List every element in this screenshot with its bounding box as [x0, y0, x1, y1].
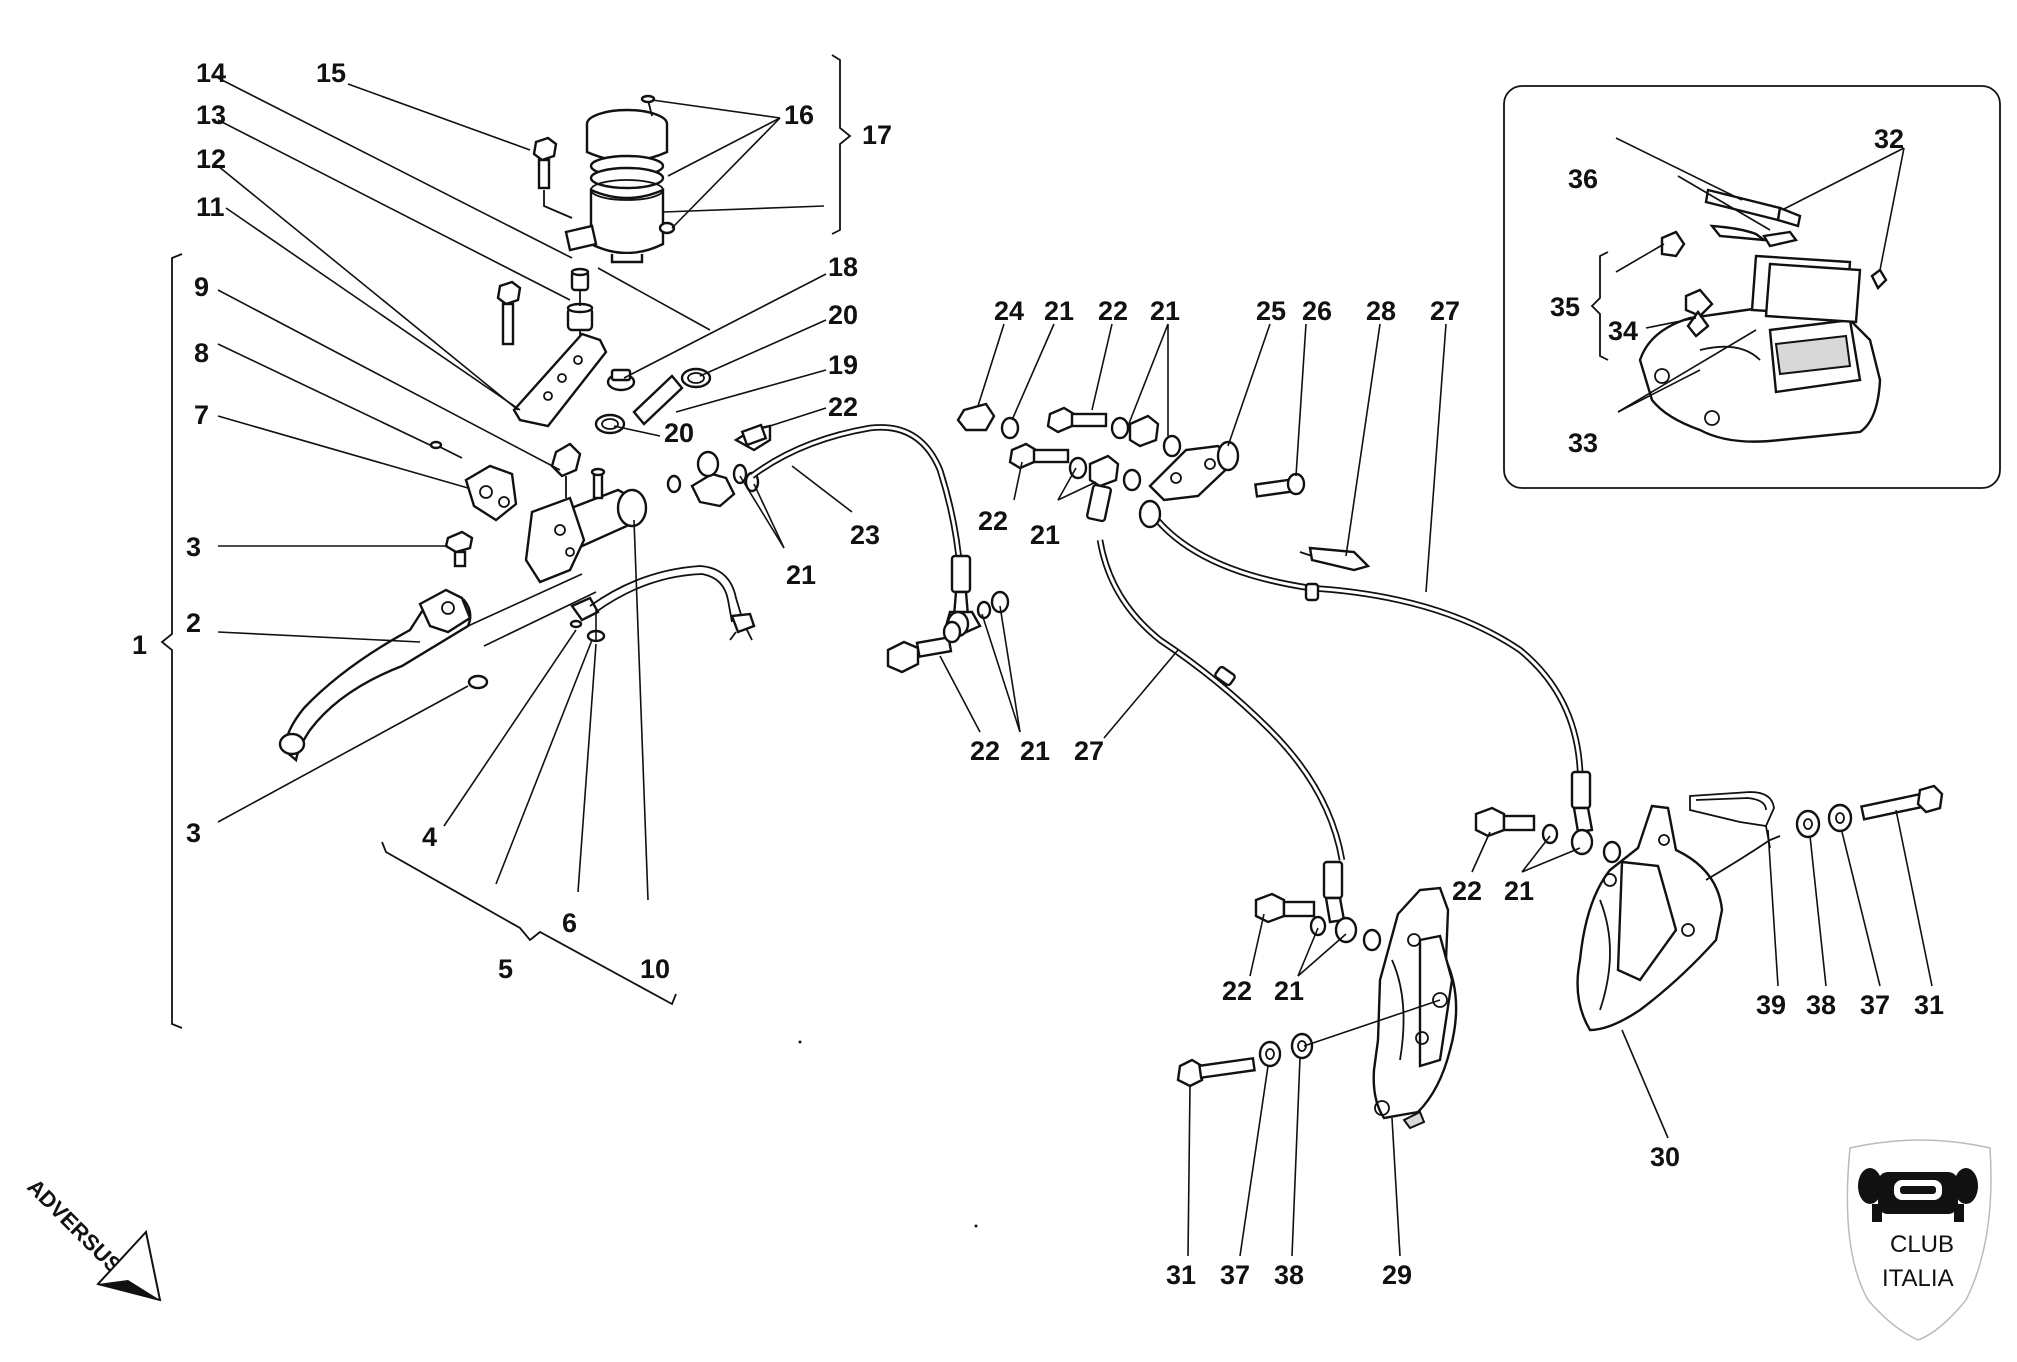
assembly-brackets — [160, 54, 1609, 1029]
leader-lines — [217, 77, 1933, 1257]
callout-9: 9 — [194, 272, 209, 302]
callout-33: 33 — [1568, 428, 1598, 458]
logo-italia-text: ITALIA — [1882, 1265, 1954, 1292]
callout-31: 31 — [1166, 1260, 1196, 1290]
car-icon — [1858, 1168, 1978, 1222]
brake-fluid-reservoir — [564, 94, 676, 264]
callout-4: 4 — [422, 822, 437, 852]
retaining-pin-39 — [1689, 791, 1775, 849]
callout-18: 18 — [828, 252, 858, 282]
screw-12 — [496, 280, 522, 346]
callout-12: 12 — [196, 144, 226, 174]
hose-19-clamps — [594, 367, 712, 435]
callout-16: 16 — [784, 100, 814, 130]
callout-35: 35 — [1550, 292, 1580, 322]
bolt-stack-lower-left — [886, 620, 962, 674]
adversus-text: ADVERSUS — [22, 1174, 126, 1278]
callout-28: 28 — [1366, 296, 1396, 326]
callout-31: 31 — [1914, 990, 1944, 1020]
club-italia-logo: CLUB ITALIA — [1846, 1139, 1992, 1341]
inset-caliper-33 — [1638, 188, 1888, 443]
callout-11: 11 — [196, 192, 225, 222]
bolt-31-washers-lower — [1176, 1032, 1314, 1088]
callout-22: 22 — [1452, 876, 1482, 906]
screw-15 — [532, 136, 573, 219]
adversus-watermark: ADVERSUS — [22, 1174, 162, 1302]
bolt-31-washers-right — [1795, 784, 1944, 839]
speck — [974, 1224, 978, 1228]
callout-38: 38 — [1806, 990, 1836, 1020]
callout-22: 22 — [1098, 296, 1128, 326]
callout-25: 25 — [1256, 296, 1286, 326]
callout-13: 13 — [196, 100, 226, 130]
callout-34: 34 — [1608, 316, 1638, 346]
callout-8: 8 — [194, 338, 209, 368]
callout-7: 7 — [194, 400, 209, 430]
banjo-fitting-left — [666, 423, 772, 508]
bolt-stack-caliper-mid — [1254, 806, 1536, 924]
callout-30: 30 — [1650, 1142, 1680, 1172]
callout-3: 3 — [186, 818, 201, 848]
callout-20: 20 — [828, 300, 858, 330]
callout-19: 19 — [828, 350, 858, 380]
callout-37: 37 — [1860, 990, 1890, 1020]
callout-27: 27 — [1074, 736, 1104, 766]
callout-37: 37 — [1220, 1260, 1250, 1290]
callout-26: 26 — [1302, 296, 1332, 326]
washers-13-14 — [566, 267, 594, 356]
callout-39: 39 — [1756, 990, 1786, 1020]
logo-club-text: CLUB — [1890, 1231, 1954, 1258]
callout-27: 27 — [1430, 296, 1460, 326]
callout-22: 22 — [970, 736, 1000, 766]
callout-24: 24 — [994, 296, 1024, 326]
callout-14: 14 — [196, 58, 226, 88]
brake-caliper-30 — [1576, 804, 1781, 1032]
mounting-plate-11 — [512, 332, 608, 428]
callout-21: 21 — [786, 560, 816, 590]
callout-21: 21 — [1150, 296, 1180, 326]
callout-22: 22 — [1222, 976, 1252, 1006]
callout-2: 2 — [186, 608, 201, 638]
callout-numbers: 1 2 3 3 4 5 6 7 8 9 10 11 12 13 14 15 16… — [132, 58, 1944, 1290]
callout-21: 21 — [1020, 736, 1050, 766]
callout-29: 29 — [1382, 1260, 1412, 1290]
callout-15: 15 — [316, 58, 346, 88]
callout-21: 21 — [1030, 520, 1060, 550]
callout-17: 17 — [862, 120, 892, 150]
brake-hoses — [750, 424, 1586, 861]
callout-21: 21 — [1274, 976, 1304, 1006]
speck — [798, 1040, 802, 1044]
junction-block-25 — [1138, 440, 1240, 529]
callout-21: 21 — [1504, 876, 1534, 906]
master-cylinder-and-lever — [278, 440, 756, 763]
bolt-stack-upper — [956, 402, 1306, 523]
callout-3: 3 — [186, 532, 201, 562]
callout-36: 36 — [1568, 164, 1598, 194]
inset-box — [1503, 85, 2001, 489]
callout-32: 32 — [1874, 124, 1904, 154]
callout-23: 23 — [850, 520, 880, 550]
callout-6: 6 — [562, 908, 577, 938]
callout-1: 1 — [132, 630, 147, 660]
callout-5: 5 — [498, 954, 513, 984]
callout-10: 10 — [640, 954, 670, 984]
callout-21: 21 — [1044, 296, 1074, 326]
callout-38: 38 — [1274, 1260, 1304, 1290]
callout-20: 20 — [664, 418, 694, 448]
callout-22: 22 — [978, 506, 1008, 536]
callout-22: 22 — [828, 392, 858, 422]
